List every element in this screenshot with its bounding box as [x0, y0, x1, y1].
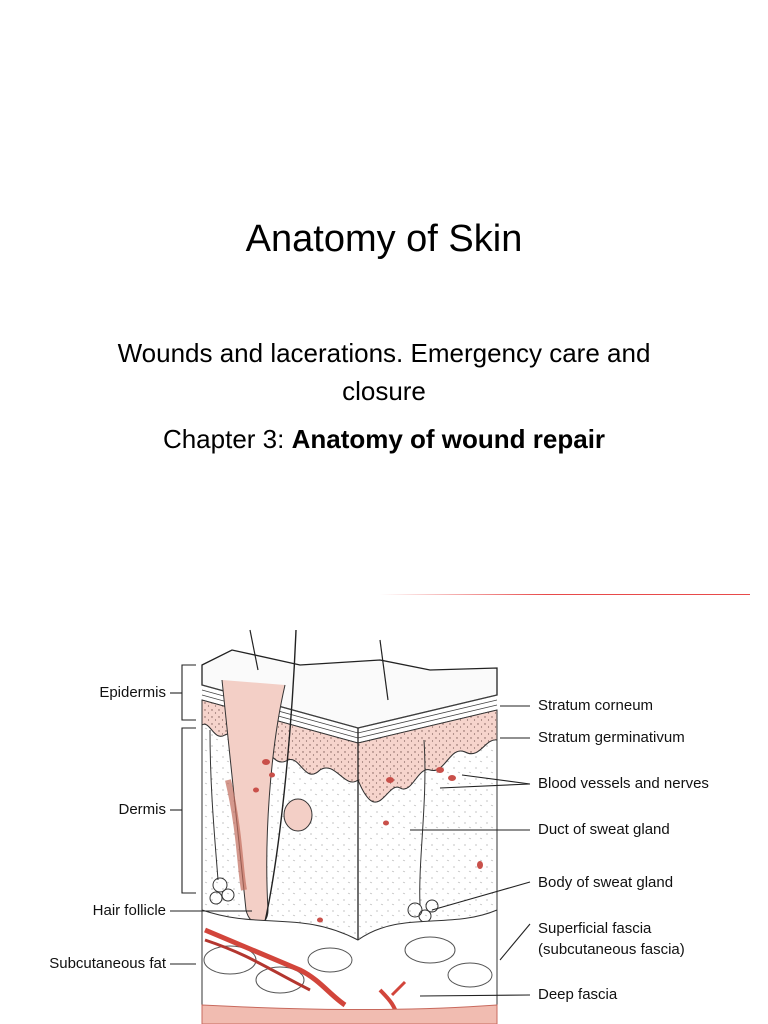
skin-cross-section-illustration — [170, 629, 531, 1024]
skin-anatomy-figure: Epidermis Dermis Hair follicle Subcutane… — [0, 610, 768, 1024]
label-duct-of-sweat-gland: Duct of sweat gland — [538, 821, 670, 838]
chapter-prefix: Chapter 3: — [162, 424, 292, 454]
label-blood-vessels-and-nerves: Blood vessels and nerves — [538, 775, 709, 792]
subtitle-line-1: Wounds and lacerations. Emergency care a… — [117, 338, 651, 368]
chapter-title: Anatomy of wound repair — [291, 424, 606, 454]
label-stratum-germinativum: Stratum germinativum — [538, 729, 685, 746]
decorative-red-rule — [380, 594, 750, 595]
right-pointer-lines — [410, 705, 531, 997]
blood-vessel-dots — [253, 759, 483, 923]
label-subcutaneous-fat: Subcutaneous fat — [49, 955, 166, 972]
label-deep-fascia: Deep fascia — [538, 986, 618, 1003]
slide-title: Anatomy of Skin — [245, 218, 523, 260]
label-stratum-corneum: Stratum corneum — [538, 697, 654, 714]
chapter-heading: Chapter 3: Anatomy of wound repair — [0, 424, 768, 455]
label-epidermis: Epidermis — [99, 684, 166, 701]
label-hair-follicle: Hair follicle — [92, 902, 166, 919]
label-superficial-fascia: Superficial fascia — [538, 920, 652, 937]
label-body-of-sweat-gland: Body of sweat gland — [538, 874, 674, 891]
label-subcutaneous-fascia: (subcutaneous fascia) — [538, 941, 685, 958]
sweat-gland-drawing — [209, 729, 439, 923]
left-brackets — [170, 664, 252, 965]
label-dermis: Dermis — [118, 801, 167, 818]
subtitle-line-2: closure — [342, 376, 426, 406]
slide-subtitle: Wounds and lacerations. Emergency care a… — [0, 334, 768, 410]
